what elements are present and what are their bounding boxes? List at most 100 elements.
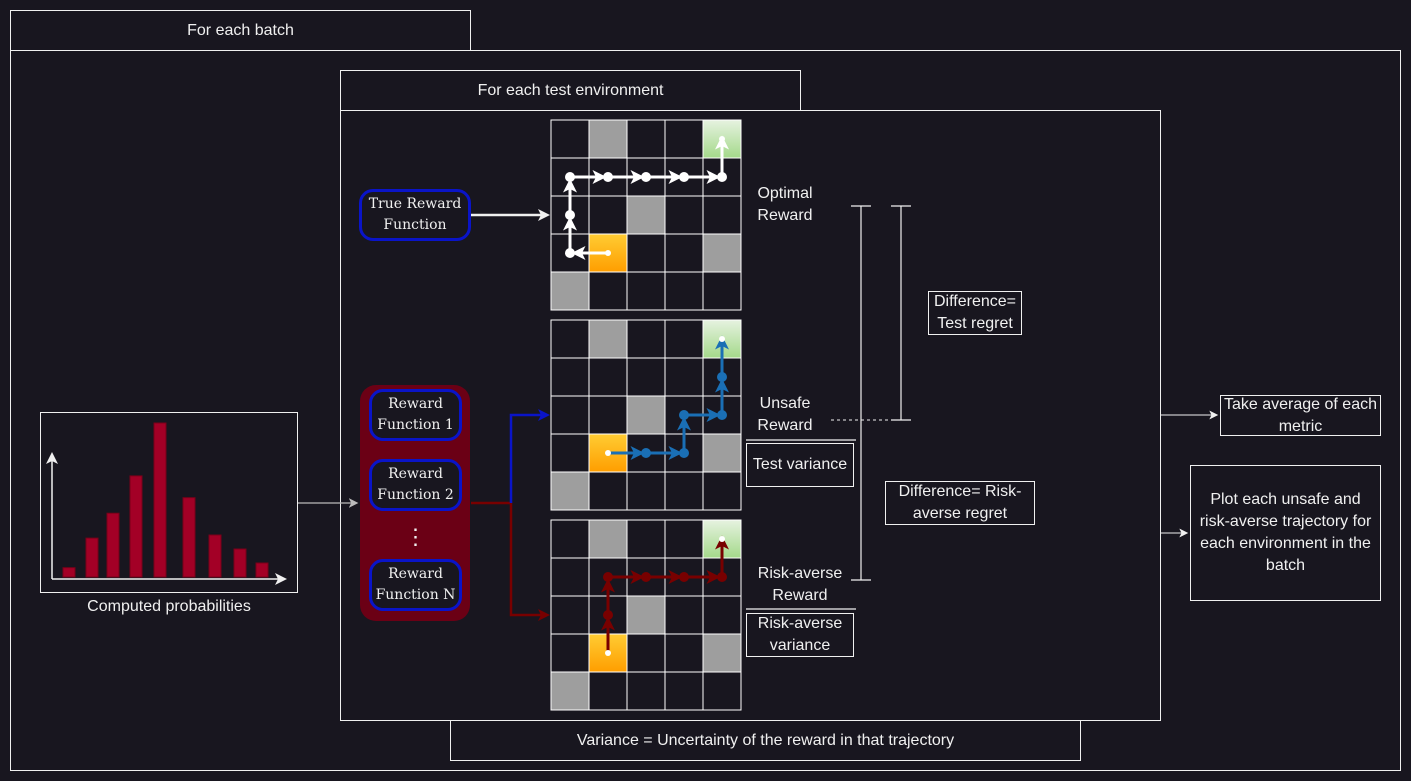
grid-cell <box>626 519 666 559</box>
batch-loop-label: For each batch <box>187 21 294 39</box>
trajectory-waypoint <box>641 448 651 458</box>
grid-cell <box>550 519 590 559</box>
wall-cell <box>550 671 590 711</box>
grid-cell <box>626 233 666 273</box>
wall-cell <box>588 319 628 359</box>
reward-function-1[interactable]: Reward Function 1 <box>369 389 462 441</box>
grid-cell <box>664 233 704 273</box>
grid-cell <box>626 671 666 711</box>
test-variance-box: Test variance <box>746 443 854 487</box>
histogram-bar <box>153 422 167 578</box>
grid-cell <box>664 195 704 235</box>
gridworld-optimal <box>550 119 742 311</box>
grid-cell <box>702 195 742 235</box>
grid-cell <box>664 633 704 673</box>
true-reward-function-label: True Reward Function <box>368 196 462 233</box>
grid-cell <box>702 595 742 635</box>
risk-averse-reward-label: Risk-averse Reward <box>757 565 843 604</box>
trajectory-start-dot <box>605 250 611 256</box>
grid-cell <box>588 271 628 311</box>
grid-cell <box>664 595 704 635</box>
trajectory-start-dot <box>605 450 611 456</box>
grid-cell <box>664 471 704 511</box>
grid-cell <box>588 195 628 235</box>
grid-cell <box>664 671 704 711</box>
unsafe-arrow <box>509 409 550 503</box>
grid-cell <box>588 395 628 435</box>
grid-cell <box>550 433 590 473</box>
histogram-bar <box>182 497 196 578</box>
wall-cell <box>702 633 742 673</box>
trajectory-waypoint <box>641 572 651 582</box>
trajectory-waypoint <box>717 172 727 182</box>
grid-cell <box>550 357 590 397</box>
trajectory-waypoint <box>717 372 727 382</box>
wall-cell <box>550 271 590 311</box>
unsafe-reward-label: Unsafe Reward <box>757 395 813 434</box>
grid-cell <box>550 557 590 597</box>
trajectory-end-dot <box>719 136 725 142</box>
optimal-reward-label: Optimal Reward <box>757 185 813 224</box>
trajectory-waypoint <box>717 410 727 420</box>
wall-cell <box>626 595 666 635</box>
grid-cell <box>550 595 590 635</box>
grid-cell <box>550 633 590 673</box>
true-reward-function[interactable]: True Reward Function <box>359 189 471 241</box>
reward-function-1-label: Reward Function 1 <box>377 396 454 433</box>
histogram-bar <box>255 562 269 578</box>
histogram-bar <box>208 534 222 578</box>
risk-averse-regret-box: Difference= Risk-averse regret <box>885 481 1035 525</box>
trajectory-waypoint <box>603 172 613 182</box>
trajectory-waypoint <box>603 610 613 620</box>
grid-cell <box>550 319 590 359</box>
histogram-bar <box>106 512 120 578</box>
wall-cell <box>588 519 628 559</box>
grid-cell <box>702 471 742 511</box>
wall-cell <box>550 471 590 511</box>
grid-cell <box>626 271 666 311</box>
risk-averse-arrow <box>471 501 550 621</box>
grid-cell <box>664 271 704 311</box>
histogram-bar <box>233 548 247 578</box>
grid-cell <box>664 357 704 397</box>
wall-cell <box>702 433 742 473</box>
grid-cell <box>626 119 666 159</box>
wall-cell <box>626 395 666 435</box>
reward-function-2[interactable]: Reward Function 2 <box>369 459 462 511</box>
trajectory-waypoint <box>565 210 575 220</box>
reward-function-n[interactable]: Reward Function N <box>369 559 462 611</box>
wall-cell <box>626 195 666 235</box>
grid-cell <box>588 471 628 511</box>
wall-cell <box>702 233 742 273</box>
trajectory-waypoint <box>679 572 689 582</box>
grid-cell <box>664 319 704 359</box>
trajectory-start-dot <box>605 650 611 656</box>
grid-cell <box>702 271 742 311</box>
risk-averse-variance-box: Risk-averse variance <box>746 613 854 657</box>
trajectory-waypoint <box>603 572 613 582</box>
histogram-bar <box>85 537 99 578</box>
plot-trajectories-box: Plot each unsafe and risk-averse traject… <box>1190 465 1381 601</box>
grid-cell <box>702 671 742 711</box>
grid-cell <box>588 357 628 397</box>
grid-cell <box>664 519 704 559</box>
grid-cell <box>626 471 666 511</box>
gridworld-risk-averse <box>550 519 742 711</box>
trajectory-waypoint <box>565 248 575 258</box>
trajectory-end-dot <box>719 536 725 542</box>
trajectory-waypoint <box>565 172 575 182</box>
average-metric-box: Take average of each metric <box>1220 395 1381 436</box>
trajectory-waypoint <box>641 172 651 182</box>
grid-cell <box>626 357 666 397</box>
test-regret-box: Difference= Test regret <box>928 291 1022 335</box>
gridworld-unsafe <box>550 319 742 511</box>
trajectory-end-dot <box>719 336 725 342</box>
grid-cell <box>550 119 590 159</box>
reward-function-n-label: Reward Function N <box>375 566 456 603</box>
variance-footnote: Variance = Uncertainty of the reward in … <box>450 720 1081 761</box>
trajectory-waypoint <box>679 410 689 420</box>
env-loop-label: For each test environment <box>477 81 664 99</box>
batch-loop-container <box>10 50 1401 771</box>
grid-cell <box>626 319 666 359</box>
